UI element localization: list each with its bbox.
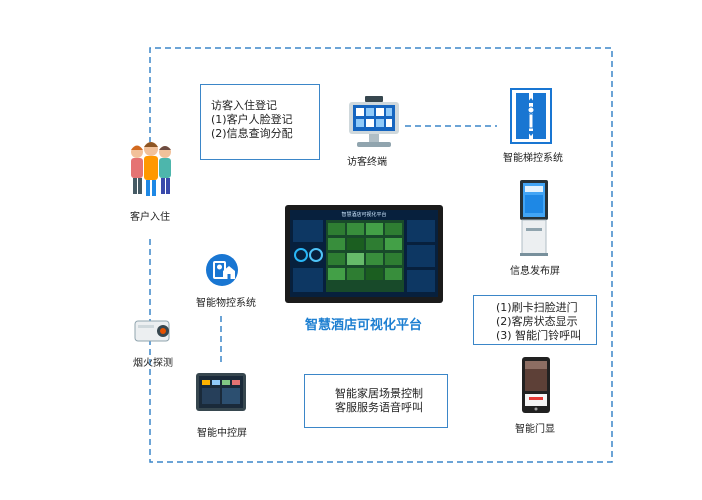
iot-control-icon (205, 253, 239, 287)
door-display-label: 智能门显 (515, 424, 555, 435)
elevator-icon (510, 88, 552, 144)
monitor-dashboard-graphic (293, 220, 435, 292)
monitor-screen: 智慧酒店可视化平台 (290, 210, 438, 297)
smoke-detector-icon (133, 318, 173, 344)
platform-title: 智慧酒店可视化平台 (305, 318, 423, 333)
guests-label: 客户入住 (130, 212, 170, 223)
monitor-screen-title: 智慧酒店可视化平台 (341, 212, 387, 218)
checkin-box-line2: (1)客户人脸登记 (211, 113, 293, 126)
door-display-icon (521, 356, 551, 414)
elevator-label: 智能梯控系统 (503, 153, 563, 164)
smoke-detector-label: 烟火探测 (133, 358, 173, 369)
checkin-info-box: 访客入住登记 (1)客户人脸登记 (2)信息查询分配 (200, 84, 320, 160)
control-panel-label: 智能中控屏 (197, 428, 247, 439)
door-access-box: (1)刷卡扫脸进门 (2)客房状态显示 (3) 智能门铃呼叫 (473, 295, 597, 345)
visitor-terminal-icon (345, 96, 403, 148)
visitor-terminal-label: 访客终端 (347, 157, 387, 168)
central-monitor: 智慧酒店可视化平台 (285, 205, 443, 303)
control-panel-icon (195, 372, 247, 412)
door-box-line2: (2)客房状态显示 (496, 315, 578, 328)
smart-home-box: 智能家居场景控制 客服服务语音呼叫 (304, 374, 448, 428)
home-box-line1: 智能家居场景控制 (335, 387, 423, 400)
checkin-box-line1: 访客入住登记 (211, 99, 277, 112)
door-box-line1: (1)刷卡扫脸进门 (496, 301, 578, 314)
iot-control-label: 智能物控系统 (196, 298, 256, 309)
info-kiosk-label: 信息发布屏 (510, 266, 560, 277)
guests-icon (124, 140, 176, 198)
checkin-box-line3: (2)信息查询分配 (211, 127, 293, 140)
info-kiosk-icon (518, 180, 550, 256)
door-box-line3: (3) 智能门铃呼叫 (496, 329, 582, 342)
home-box-line2: 客服服务语音呼叫 (335, 401, 423, 414)
